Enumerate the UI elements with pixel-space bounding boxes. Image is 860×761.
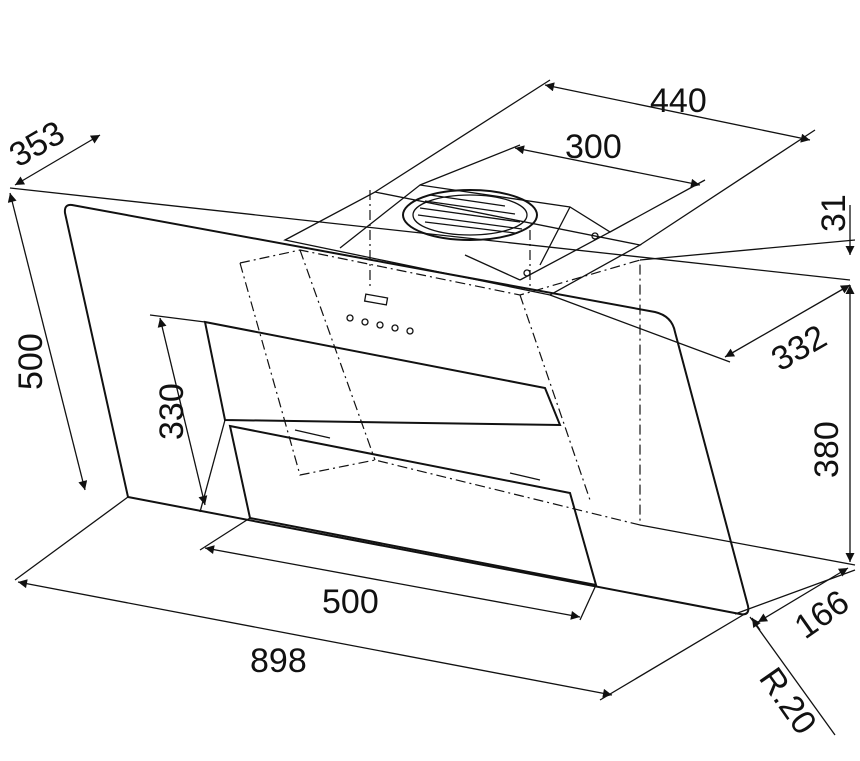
- dim-330: 330: [153, 383, 191, 440]
- extension-lines: [9, 79, 856, 736]
- dim-898: 898: [250, 642, 307, 680]
- dim-332: 332: [765, 318, 833, 379]
- dim-31: 31: [815, 194, 853, 232]
- motor-unit: [283, 184, 642, 296]
- dim-r20: R.20: [751, 661, 823, 742]
- hidden-body-outline: [239, 190, 641, 526]
- front-panels: [203, 320, 598, 587]
- dim-440: 440: [650, 82, 707, 120]
- dim-500-width: 500: [322, 583, 379, 621]
- dimension-lines: [7, 82, 855, 698]
- dim-500-height: 500: [12, 333, 50, 390]
- control-panel: [346, 293, 414, 335]
- dim-380: 380: [808, 421, 846, 478]
- dim-353: 353: [3, 114, 71, 175]
- dim-166: 166: [788, 583, 856, 647]
- dim-300: 300: [565, 128, 622, 166]
